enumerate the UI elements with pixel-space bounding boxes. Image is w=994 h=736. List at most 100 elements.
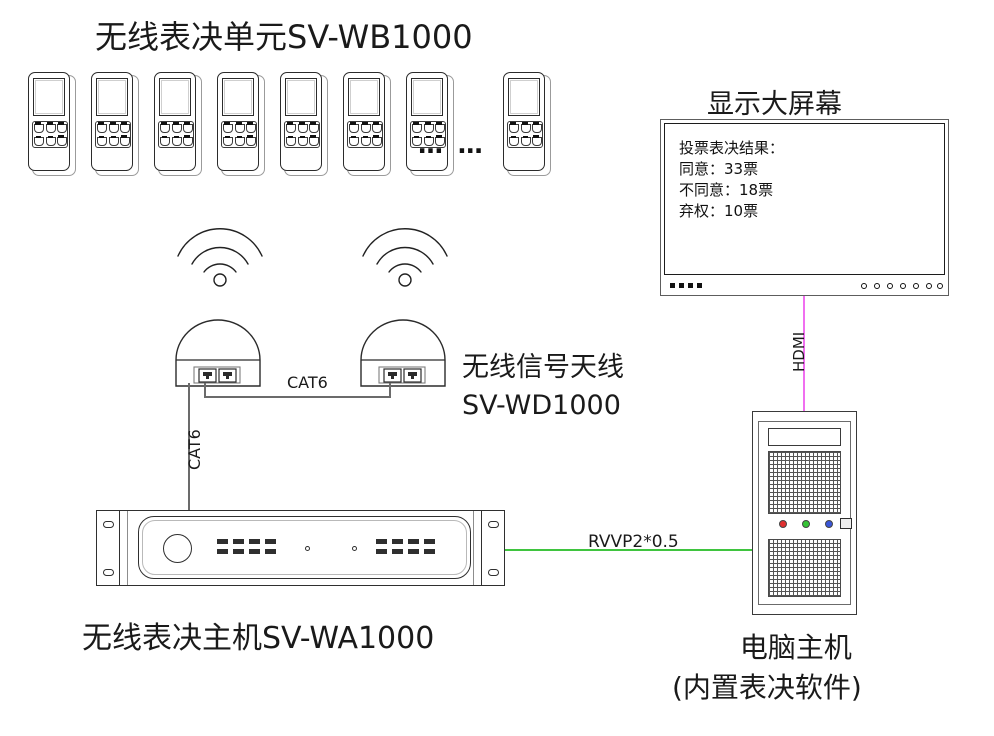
vote-key[interactable] — [183, 135, 193, 146]
unit-keypad[interactable] — [221, 121, 257, 148]
main-control-unit-device[interactable] — [96, 510, 505, 586]
vote-key[interactable] — [171, 136, 182, 146]
unit-keypad[interactable] — [507, 121, 543, 148]
unit-keypad[interactable] — [158, 121, 194, 148]
vote-key[interactable] — [223, 136, 233, 146]
vote-key[interactable] — [286, 122, 296, 133]
vote-key[interactable] — [160, 122, 170, 133]
vote-key[interactable] — [34, 136, 44, 146]
vote-key[interactable] — [223, 122, 233, 133]
wireless-antenna-device[interactable] — [168, 318, 268, 393]
voting-unit-device[interactable] — [503, 72, 551, 176]
unit-screen — [222, 78, 254, 116]
vote-key[interactable] — [520, 122, 531, 133]
voting-unit-device[interactable] — [28, 72, 76, 176]
vote-key[interactable] — [372, 122, 382, 133]
voting-unit-device[interactable] — [280, 72, 328, 176]
result-heading: 投票表决结果： — [679, 139, 785, 157]
cat6-cable-segment — [204, 383, 206, 397]
activity-led-green — [802, 520, 810, 528]
vote-key[interactable] — [171, 122, 182, 133]
computer-tower-device[interactable] — [752, 411, 857, 615]
vote-key[interactable] — [509, 136, 519, 146]
vote-key[interactable] — [234, 122, 245, 133]
bezel-button[interactable] — [926, 283, 932, 289]
bezel-button[interactable] — [913, 283, 919, 289]
optical-drive-bay[interactable] — [768, 428, 841, 446]
bezel-indicator — [679, 283, 684, 288]
result-disagree: 不同意：18票 — [679, 181, 774, 199]
vote-key[interactable] — [532, 122, 542, 133]
vote-key[interactable] — [57, 122, 67, 133]
unit-screen — [348, 78, 380, 116]
vote-key[interactable] — [435, 135, 445, 146]
antenna-title-line2: SV-WD1000 — [462, 390, 621, 421]
hdmi-cable — [803, 296, 805, 412]
vote-key[interactable] — [108, 136, 119, 146]
cable-label-cat6-horizontal: CAT6 — [287, 373, 328, 392]
vote-key[interactable] — [509, 122, 519, 133]
vote-key[interactable] — [45, 122, 56, 133]
vote-key[interactable] — [309, 135, 319, 146]
vote-key[interactable] — [120, 122, 130, 133]
vote-key[interactable] — [108, 122, 119, 133]
vote-key[interactable] — [360, 122, 371, 133]
vote-key[interactable] — [412, 136, 422, 146]
status-led — [305, 546, 310, 551]
voting-units-ellipsis: … … — [418, 130, 486, 159]
result-agree: 同意：33票 — [679, 160, 759, 178]
vote-key[interactable] — [120, 135, 130, 146]
vote-key[interactable] — [246, 135, 256, 146]
chassis-seam — [127, 511, 128, 585]
front-panel — [138, 516, 471, 579]
display-screen-device[interactable]: 投票表决结果： 同意：33票 不同意：18票 弃权：10票 — [660, 119, 949, 296]
unit-keypad[interactable] — [410, 121, 446, 148]
voting-unit-device[interactable] — [91, 72, 139, 176]
tower-front-face — [758, 421, 852, 605]
bezel-button[interactable] — [861, 283, 867, 289]
vote-key[interactable] — [34, 122, 44, 133]
section-title-display-screen: 显示大屏幕 — [707, 89, 842, 120]
cable-label-cat6-vertical: CAT6 — [185, 429, 204, 470]
voting-unit-device[interactable] — [406, 72, 454, 176]
voting-unit-device[interactable] — [217, 72, 265, 176]
unit-keypad[interactable] — [347, 121, 383, 148]
rvvp-cable — [505, 549, 753, 551]
vote-key[interactable] — [349, 136, 359, 146]
vote-key[interactable] — [45, 136, 56, 146]
vote-key[interactable] — [435, 122, 445, 133]
vote-key[interactable] — [286, 136, 296, 146]
bezel-button[interactable] — [887, 283, 893, 289]
vote-key[interactable] — [234, 136, 245, 146]
vote-key[interactable] — [183, 122, 193, 133]
vote-key[interactable] — [349, 122, 359, 133]
vote-key[interactable] — [160, 136, 170, 146]
device-body — [217, 72, 259, 171]
wireless-antenna-device[interactable] — [353, 318, 453, 393]
unit-keypad[interactable] — [95, 121, 131, 148]
unit-keypad[interactable] — [284, 121, 320, 148]
bezel-button[interactable] — [900, 283, 906, 289]
vote-key[interactable] — [309, 122, 319, 133]
pc-title-line2: (内置表决软件) — [672, 671, 862, 704]
vote-key[interactable] — [246, 122, 256, 133]
voting-unit-device[interactable] — [343, 72, 391, 176]
vote-key[interactable] — [97, 122, 107, 133]
vote-key[interactable] — [372, 135, 382, 146]
vote-key[interactable] — [423, 136, 434, 146]
vote-key[interactable] — [360, 136, 371, 146]
bezel-button[interactable] — [874, 283, 880, 289]
vote-key[interactable] — [520, 136, 531, 146]
volume-knob[interactable] — [163, 534, 192, 563]
bezel-button[interactable] — [937, 283, 943, 289]
usb-port-icon[interactable] — [840, 518, 852, 529]
vote-key[interactable] — [57, 135, 67, 146]
vote-key[interactable] — [532, 135, 542, 146]
vote-key[interactable] — [412, 122, 422, 133]
vote-key[interactable] — [297, 136, 308, 146]
vote-key[interactable] — [97, 136, 107, 146]
voting-unit-device[interactable] — [154, 72, 202, 176]
unit-keypad[interactable] — [32, 121, 68, 148]
vote-key[interactable] — [423, 122, 434, 133]
vote-key[interactable] — [297, 122, 308, 133]
